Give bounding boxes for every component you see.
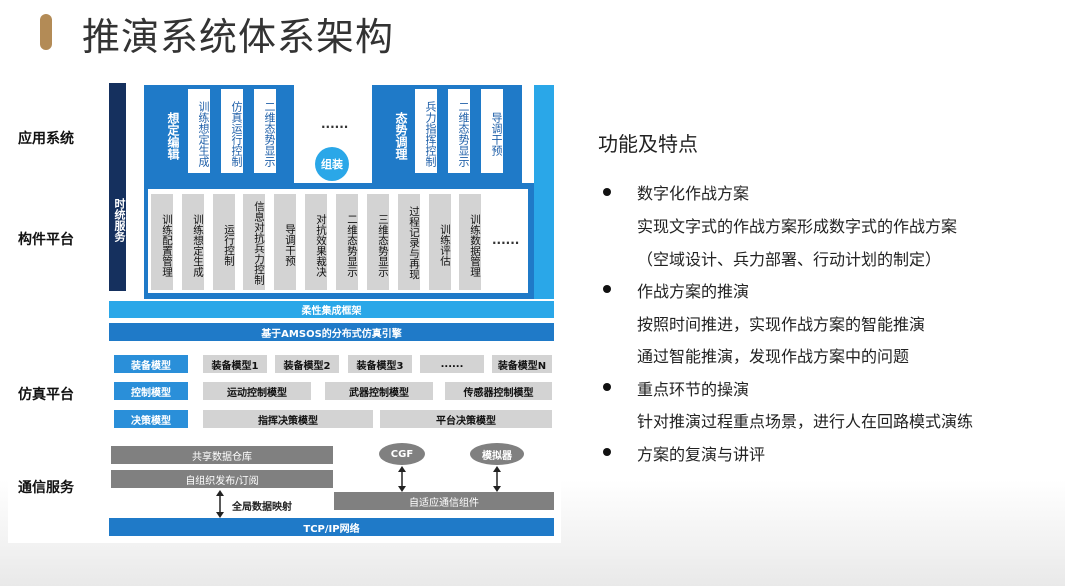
simulator-arrow [493,466,501,492]
component-item: 过程记录与再现 [398,194,420,290]
layer-label-app: 应用系统 [18,131,74,147]
bullet-dot [603,448,611,456]
feature-heading: 重点环节的操演 [637,380,750,399]
shared-data-store: 共享数据仓库 [111,446,333,464]
component-item: 训练配置管理 [151,194,173,290]
app-situation-adjust: 态势调理 [377,95,408,170]
clock-service: 时统服务 [109,83,126,291]
control-model: 传感器控制模型 [445,382,552,400]
component-item: 导调干预 [274,194,296,290]
decision-model: 指挥决策模型 [203,410,373,428]
app-right-item: 导调干预 [481,89,503,173]
amsos-engine-bar: 基于AMSOS的分布式仿真引擎 [109,323,554,341]
cgf-arrow [398,466,406,492]
sim-label-equipment: 装备模型 [114,355,188,373]
features-title: 功能及特点 [598,132,698,156]
feature-detail: 针对推演过程重点场景，进行人在回路模式演练 [637,412,974,431]
components-ellipsis: ...... [492,233,520,247]
component-item: 三维态势显示 [367,194,389,290]
component-item: 二维态势显示 [336,194,358,290]
flex-framework-bar: 柔性集成框架 [109,301,554,318]
equipment-model: 装备模型3 [348,355,412,373]
bullet-dot [603,188,611,196]
feature-heading: 数字化作战方案 [637,184,750,203]
layer-label-component: 构件平台 [18,232,74,248]
cgf-node: CGF [379,443,425,465]
app-ellipsis: ...... [321,117,349,131]
app-right-item: 兵力指挥控制 [415,89,437,173]
tcpip-network-bar: TCP/IP网络 [109,518,554,536]
pubsub-component: 自组织发布/订阅 [111,470,333,488]
decision-model: 平台决策模型 [380,410,552,428]
component-item: 训练评估 [429,194,451,290]
component-item: 训练想定生成 [182,194,204,290]
assemble-badge: 组装 [315,147,349,181]
control-model: 武器控制模型 [325,382,433,400]
app-scenario-edit: 想定编辑 [149,95,180,170]
component-item: 训练数据管理 [459,194,481,290]
feature-heading: 方案的复演与讲评 [637,445,766,464]
feature-detail: 通过智能推演，发现作战方案中的问题 [637,347,910,366]
equipment-model-ellipsis: ...... [420,355,484,373]
component-item: 信息对抗兵力控制 [243,194,265,290]
layer-label-comm: 通信服务 [18,480,74,496]
component-item: 对抗效果裁决 [305,194,327,290]
global-data-mapping-label: 全局数据映射 [232,502,292,513]
feature-detail: 实现文字式的作战方案形成数字式的作战方案 [637,217,958,236]
app-left-item: 二维态势显示 [254,89,276,173]
app-left-item: 仿真运行控制 [221,89,243,173]
sim-label-decision: 决策模型 [114,410,188,428]
component-item: 运行控制 [213,194,235,290]
feature-heading: 作战方案的推演 [637,282,750,301]
feature-detail: 按照时间推进，实现作战方案的智能推演 [637,315,926,334]
equipment-model: 装备模型1 [203,355,267,373]
layer-label-simulation: 仿真平台 [18,387,74,403]
page-title: 推演系统体系架构 [82,15,395,59]
title-accent-bar [40,14,52,50]
equipment-model: 装备模型N [492,355,552,373]
app-right-item: 二维态势显示 [448,89,470,173]
feature-detail: （空域设计、兵力部署、行动计划的制定） [637,250,942,269]
adaptive-comm-component: 自适应通信组件 [334,492,554,510]
bullet-dot [603,383,611,391]
component-bay-top [144,183,522,189]
bullet-dot [603,285,611,293]
architecture-diagram: 应用系统 构件平台 仿真平台 通信服务 时统服务 想定编辑 训练想定生成 仿真运… [8,83,561,543]
framework-right-border [534,85,554,299]
sim-label-control: 控制模型 [114,382,188,400]
global-map-arrow [216,490,224,518]
app-left-item: 训练想定生成 [188,89,210,173]
control-model: 运动控制模型 [203,382,311,400]
simulator-node: 模拟器 [470,443,524,465]
equipment-model: 装备模型2 [275,355,339,373]
